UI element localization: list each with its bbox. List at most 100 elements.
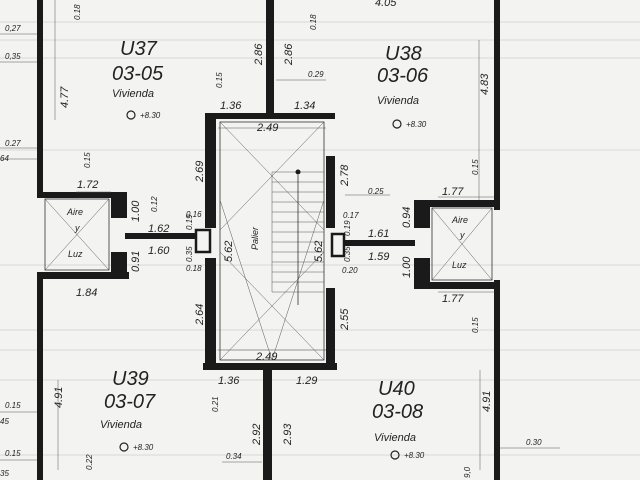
unit-u37: U37 03-05 Vivienda +8.30 (112, 38, 164, 120)
dim-0-16: 0.16 (186, 210, 202, 219)
dim-2-55: 2.55 (339, 308, 351, 331)
wall-center-bottom (263, 368, 272, 480)
core-wall-right-lower (326, 288, 335, 366)
dim-0-12: 0.12 (150, 196, 159, 212)
shaft-right-line1: Aire (451, 215, 468, 225)
unit-code: U40 (378, 378, 415, 400)
dim-0-15-b: 0.15 (83, 152, 92, 168)
core-wall-left-lower (205, 258, 216, 366)
shaft-left-top (37, 192, 125, 198)
unit-u38: U38 03-06 Vivienda +8.30 (377, 43, 429, 129)
dim-1-36-bot: 1.36 (218, 375, 240, 387)
shaft-right-bottom (414, 282, 500, 289)
dim-2-69: 2.69 (194, 161, 206, 183)
level-marker-icon (119, 442, 129, 452)
dim-1-72: 1.72 (77, 179, 98, 191)
unit-floor: 03-05 (112, 63, 164, 85)
dim-45: 45 (0, 417, 9, 426)
core-wall-top (205, 113, 335, 119)
wall-center-top (266, 0, 274, 118)
dim-2-92: 2.92 (251, 424, 263, 446)
core-interior (219, 121, 325, 361)
dim-2-86-a: 2.86 (253, 43, 265, 66)
dim-0-15-d: 0.15 (471, 317, 480, 333)
dim-35: 35 (0, 469, 9, 478)
scan-lines (0, 21, 640, 456)
dim-0-27-b: 0.27 (5, 139, 21, 148)
dim-0-25: 0.25 (368, 187, 384, 196)
junction-boxes (194, 228, 346, 258)
dim-2-49-bot: 2.49 (255, 351, 277, 363)
dim-2-78: 2.78 (339, 164, 351, 187)
unit-type: Vivienda (374, 432, 416, 444)
dim-4-91-b: 4.91 (481, 391, 493, 412)
dim-4-77: 4.77 (59, 86, 71, 108)
shaft-right-line2: y (459, 230, 465, 240)
shaft-left-bottom (37, 272, 129, 279)
unit-code: U37 (120, 38, 158, 60)
unit-level: +8.30 (133, 443, 154, 452)
dimension-texts: 0,27 0,35 0.18 0.18 4.05 4.77 2.86 2.86 … (0, 0, 542, 478)
unit-u40: U40 03-08 Vivienda +8.30 (372, 378, 425, 460)
core-wall-left-upper (205, 113, 216, 228)
dim-1-77-bot: 1.77 (442, 293, 464, 305)
shaft-right-pillar-top (414, 200, 430, 228)
dim-4-91-a: 4.91 (53, 387, 65, 408)
dim-0-15-f: 0.15 (5, 449, 21, 458)
dim-0-91: 0.91 (130, 251, 142, 272)
shaft-right-line3: Luz (452, 260, 467, 270)
unit-floor: 03-08 (372, 401, 423, 423)
dim-4-83: 4.83 (479, 73, 491, 95)
dim-0-30: 0.30 (526, 438, 542, 447)
dim-2-49-top: 2.49 (256, 122, 278, 134)
dim-0-22: 0.22 (85, 454, 94, 470)
dim-0-34: 0.34 (226, 452, 242, 461)
dim-0-27-a: 0,27 (5, 24, 21, 33)
connector-left (125, 233, 205, 239)
dim-0-35-c: 0.35 (185, 246, 194, 262)
stair-treads (271, 171, 324, 293)
dim-0-18-top: 0.18 (73, 4, 82, 20)
shaft-right-pillar-bottom (414, 258, 430, 288)
dim-0-17: 0.17 (343, 211, 359, 220)
wall-right-upper (494, 0, 500, 210)
level-marker-icon (390, 450, 400, 460)
dim-1-84: 1.84 (76, 287, 97, 299)
dim-1-60: 1.60 (148, 245, 170, 257)
dim-1-29: 1.29 (296, 375, 317, 387)
walls (37, 0, 500, 480)
core-wall-bottom (203, 363, 337, 370)
dim-1-34: 1.34 (294, 100, 315, 112)
dim-0-35-a: 0,35 (5, 52, 21, 61)
dim-0-35-d: 0.35 (343, 246, 352, 262)
unit-level: +8.30 (404, 451, 425, 460)
dim-1-61: 1.61 (368, 228, 389, 240)
dim-1-00-b: 1.00 (401, 256, 413, 278)
dim-64: 64 (0, 154, 9, 163)
shaft-left-pillar-bottom (111, 252, 127, 278)
dim-0-18-top2: 0.18 (309, 14, 318, 30)
dim-2-93: 2.93 (282, 423, 294, 446)
dim-0-94: 0.94 (401, 207, 413, 228)
connector-right (335, 240, 415, 246)
dim-0-15-e: 0.15 (5, 401, 21, 410)
dim-0-21: 0.21 (211, 396, 220, 412)
unit-type: Vivienda (100, 419, 142, 431)
dim-0-15-c: 0.15 (471, 159, 480, 175)
level-marker-icon (392, 119, 402, 129)
unit-code: U39 (112, 368, 149, 390)
dimension-lines (0, 0, 560, 470)
unit-floor: 03-07 (104, 391, 156, 413)
dim-9-0: 9,0 (463, 466, 472, 478)
wall-right-lower (494, 280, 500, 480)
dim-0-29: 0.29 (308, 70, 324, 79)
shaft-left-pillar-top (111, 192, 127, 218)
unit-level: +8.30 (140, 111, 161, 120)
dim-1-36-top: 1.36 (220, 100, 242, 112)
dim-5-62-b: 5.62 (313, 241, 325, 262)
dim-1-77-top: 1.77 (442, 186, 464, 198)
unit-u39: U39 03-07 Vivienda +8.30 (100, 368, 156, 452)
level-marker-icon (126, 110, 136, 120)
